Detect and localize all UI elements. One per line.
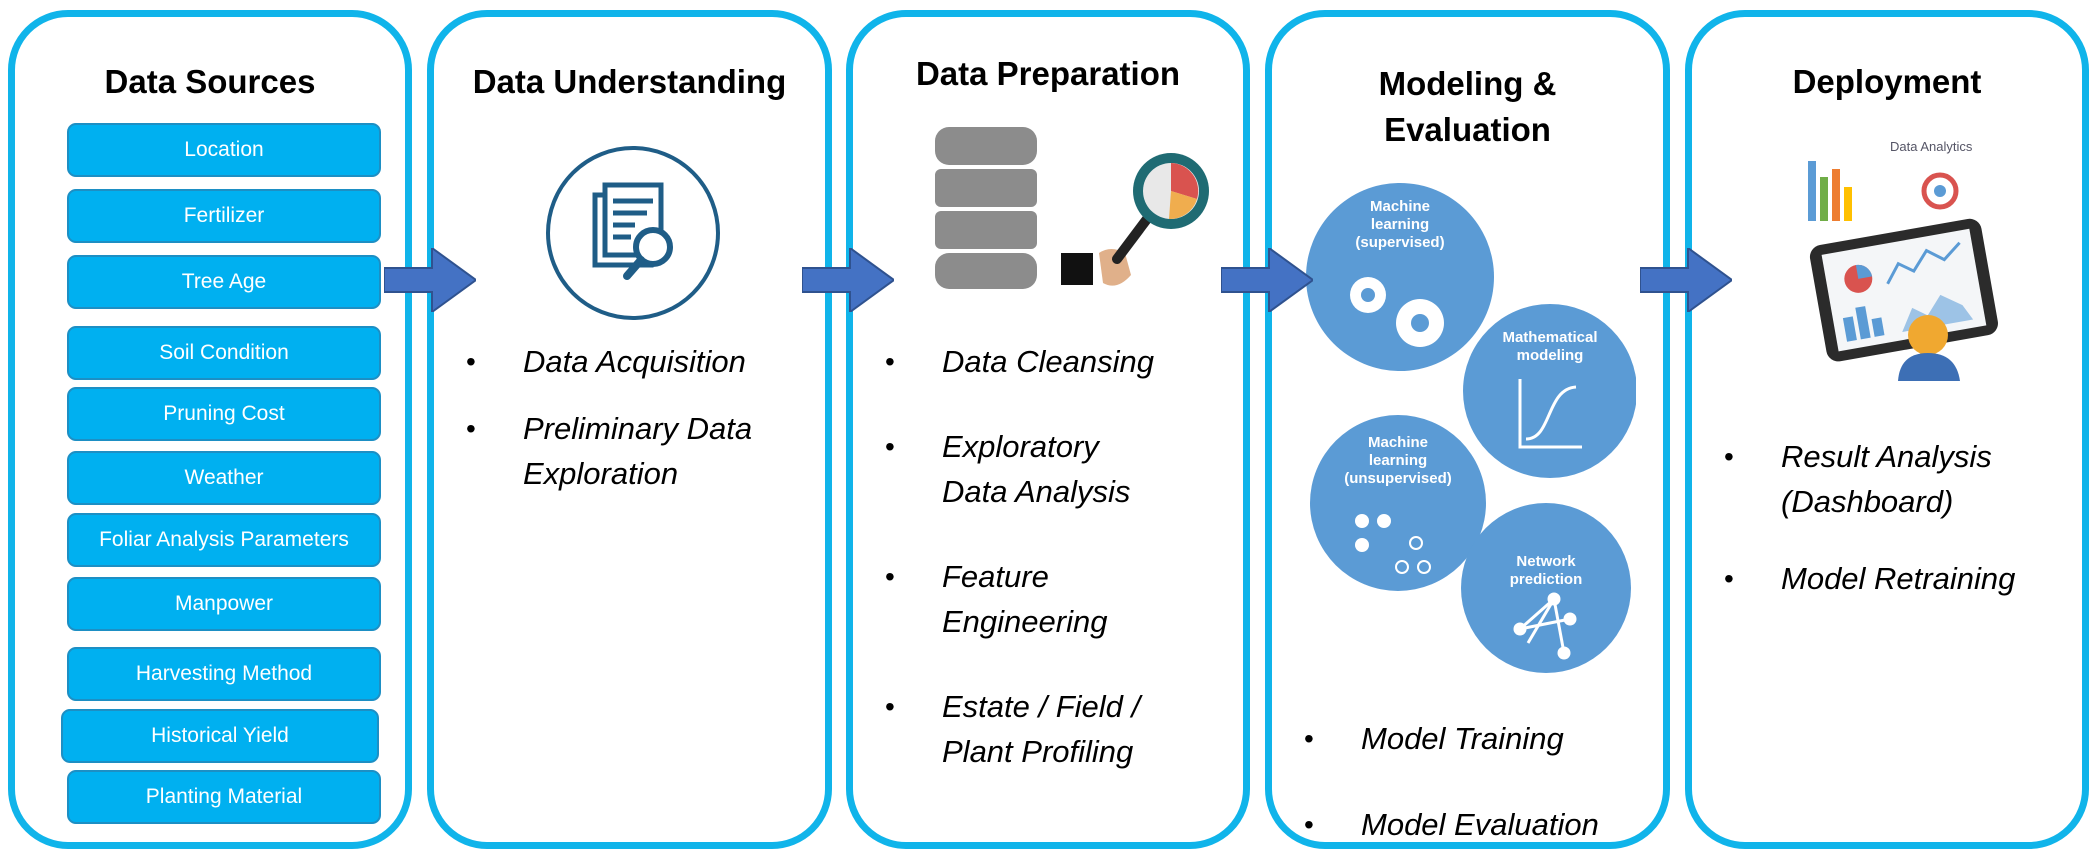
svg-text:prediction: prediction <box>1510 571 1583 588</box>
flow-arrow-2 <box>802 248 894 312</box>
source-fertilizer: Fertilizer <box>67 189 381 243</box>
bullet-item: Preliminary Data Exploration <box>460 406 820 496</box>
source-planting-material: Planting Material <box>67 770 381 824</box>
math-modeling-circle: Mathematical modeling <box>1463 304 1636 478</box>
database-icon <box>935 127 1037 289</box>
source-pruning-cost: Pruning Cost <box>67 387 381 441</box>
document-magnifier-icon <box>546 146 720 320</box>
bullet-item: Data Acquisition <box>460 339 820 384</box>
bullet-item: Data Cleansing <box>879 339 1239 384</box>
network-icon <box>1513 592 1577 660</box>
modeling-methods-graphic: Machine learning (supervised) Mathematic… <box>1306 183 1636 673</box>
source-historical-yield: Historical Yield <box>61 709 379 763</box>
deployment-title: Deployment <box>1792 63 1982 100</box>
network-prediction-circle: Network prediction <box>1461 503 1631 673</box>
svg-text:(unsupervised): (unsupervised) <box>1344 470 1452 487</box>
data-understanding-title: Data Understanding <box>472 63 787 100</box>
flow-arrow-3 <box>1221 248 1313 312</box>
gears-icon <box>1350 277 1444 347</box>
data-preparation-list: Data Cleansing Exploratory Data Analysis… <box>879 339 1239 774</box>
bullet-item: Estate / Field / Plant Profiling <box>879 684 1239 774</box>
source-weather: Weather <box>67 451 381 505</box>
source-soil-condition: Soil Condition <box>67 326 381 380</box>
deployment-panel: Deployment Data Analytics <box>1685 10 2089 849</box>
flow-arrow-1 <box>384 248 476 312</box>
bullet-item: Model Retraining <box>1718 556 2088 601</box>
bullet-item: Exploratory Data Analysis <box>879 424 1239 514</box>
data-understanding-list: Data Acquisition Preliminary Data Explor… <box>460 339 820 496</box>
clusters-icon <box>1355 514 1431 574</box>
data-preparation-title: Data Preparation <box>915 55 1181 92</box>
svg-text:Machine: Machine <box>1370 198 1430 215</box>
source-location: Location <box>67 123 381 177</box>
magnifying-glass-chart-icon <box>1061 153 1209 286</box>
deployment-list: Result Analysis (Dashboard) Model Retrai… <box>1718 434 2088 601</box>
source-manpower: Manpower <box>67 577 381 631</box>
svg-text:learning: learning <box>1371 216 1429 233</box>
svg-text:(supervised): (supervised) <box>1355 234 1444 251</box>
modeling-evaluation-title: Modeling & Evaluation <box>1378 65 1557 148</box>
data-preparation-panel: Data Preparation Data Cleansing Explorat… <box>846 10 1250 849</box>
svg-text:Mathematical: Mathematical <box>1502 329 1597 346</box>
bullet-item: Model Evaluation <box>1298 802 1668 847</box>
data-sources-panel: Data Sources Location Fertilizer Tree Ag… <box>8 10 412 849</box>
svg-text:Network: Network <box>1516 553 1576 570</box>
data-understanding-panel: Data Understanding Data Acquisition Prel… <box>427 10 832 849</box>
source-tree-age: Tree Age <box>67 255 381 309</box>
modeling-evaluation-list: Model Training Model Evaluation <box>1298 716 1668 847</box>
flow-arrow-4 <box>1640 248 1732 312</box>
modeling-evaluation-panel: Modeling & Evaluation Machine learning (… <box>1265 10 1670 849</box>
s-curve-icon <box>1518 379 1582 449</box>
data-sources-title: Data Sources <box>104 63 316 100</box>
bullet-item: Feature Engineering <box>879 554 1239 644</box>
bullet-item: Result Analysis (Dashboard) <box>1718 434 2088 524</box>
unsupervised-ml-circle: Machine learning (unsupervised) <box>1310 415 1486 591</box>
bullet-item: Model Training <box>1298 716 1668 761</box>
svg-text:modeling: modeling <box>1517 347 1584 364</box>
svg-text:Machine: Machine <box>1368 434 1428 451</box>
tablet-caption: Data Analytics <box>1890 139 1973 154</box>
tablet-dashboard-icon: Data Analytics <box>1808 139 1998 381</box>
source-harvesting-method: Harvesting Method <box>67 647 381 701</box>
supervised-ml-circle: Machine learning (supervised) <box>1306 183 1494 371</box>
svg-text:learning: learning <box>1369 452 1427 469</box>
source-foliar-analysis-parameters: Foliar Analysis Parameters <box>67 513 381 567</box>
